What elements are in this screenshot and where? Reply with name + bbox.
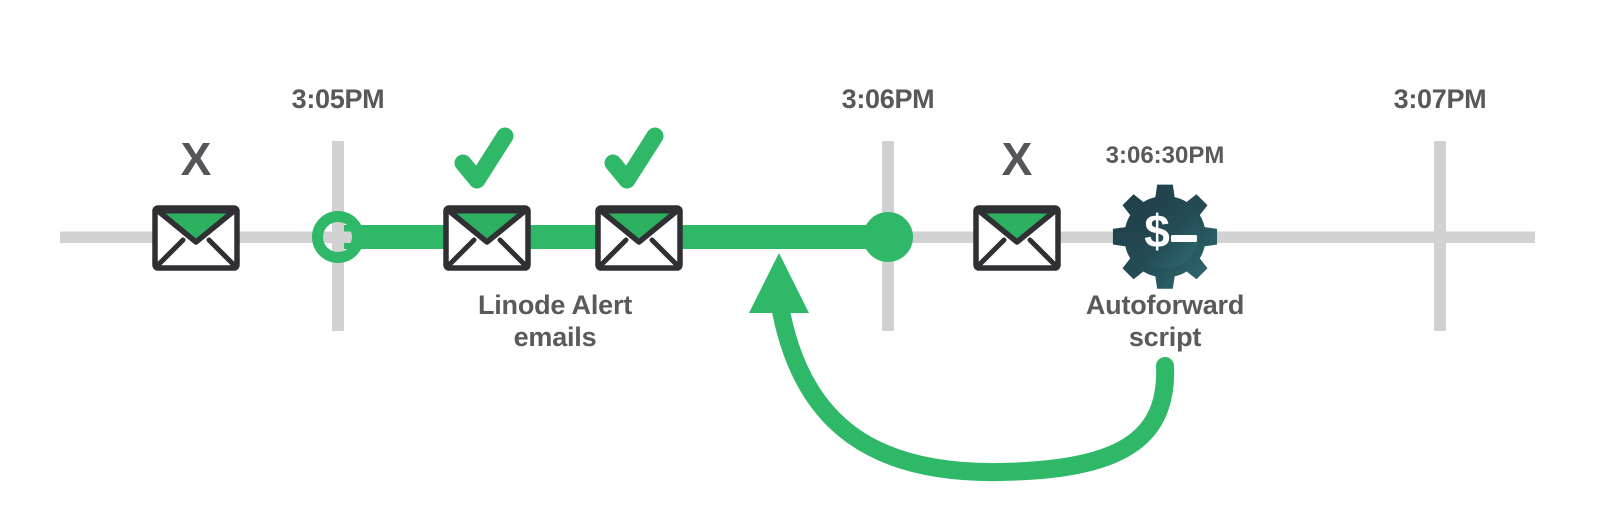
envelope-icon-3	[595, 205, 683, 271]
linode-alert-emails-line1: Linode Alert	[477, 290, 633, 320]
envelope-icon-1	[152, 205, 240, 271]
svg-text:$: $	[1144, 205, 1170, 257]
linode-alert-emails-line2: emails	[513, 321, 597, 352]
status-x-icon-1: X	[180, 133, 212, 185]
status-x-icon-2: X	[1001, 133, 1033, 185]
axis-tick-label-305: 3:05PM	[291, 84, 385, 114]
script-run-time-label: 3:06:30PM	[1105, 142, 1225, 169]
axis-tick-label-307: 3:07PM	[1393, 84, 1487, 114]
gear-dollar-prompt-icon: $	[1112, 184, 1218, 289]
checkmark-icon-2	[604, 127, 664, 189]
end-marker-dot	[863, 212, 913, 262]
autoforward-script-label: Autoforward script	[1086, 290, 1244, 354]
envelope-icon-4	[973, 205, 1061, 271]
autoforward-callout-arrow	[749, 253, 1175, 482]
linode-alert-emails-label: Linode Alert emails	[478, 290, 632, 354]
checkmark-icon-1	[454, 127, 514, 189]
start-marker-ring	[312, 211, 364, 263]
autoforward-script-line2: script	[1128, 321, 1202, 352]
axis-tick-label-306: 3:06PM	[841, 84, 935, 114]
axis-tick-307	[1434, 141, 1446, 331]
envelope-icon-2	[443, 205, 531, 271]
end-marker	[863, 212, 913, 262]
start-marker	[312, 211, 364, 263]
autoforward-script-line1: Autoforward	[1085, 290, 1245, 320]
